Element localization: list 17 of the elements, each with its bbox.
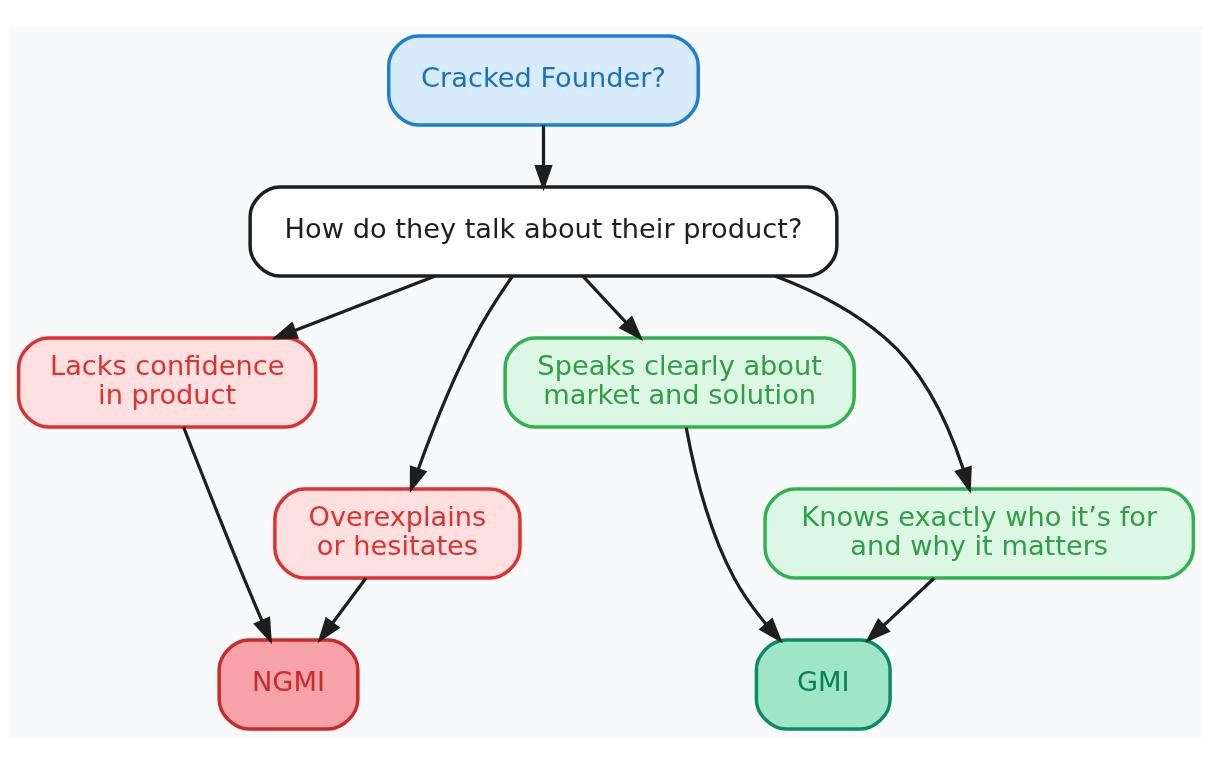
- node-box: How do they talk about their product?: [248, 184, 839, 278]
- node-box: Lacks confidence in product: [16, 335, 318, 429]
- arrow: [684, 426, 783, 643]
- node-box: GMI: [754, 637, 892, 731]
- arrow: [534, 124, 553, 191]
- node-box: Knows exactly who it’s for and why it matters: [763, 486, 1196, 580]
- arrow: [317, 576, 368, 643]
- arrow: [774, 274, 972, 493]
- node-box: Cracked Founder?: [387, 33, 700, 127]
- node-box: NGMI: [217, 637, 360, 731]
- arrow: [182, 426, 272, 644]
- node-box: Overexplains or hesitates: [273, 486, 522, 580]
- arrow: [581, 274, 644, 341]
- arrow: [865, 576, 936, 643]
- arrow: [271, 274, 436, 340]
- arrow: [409, 274, 514, 493]
- node-box: Speaks clearly about market and solution: [503, 335, 856, 429]
